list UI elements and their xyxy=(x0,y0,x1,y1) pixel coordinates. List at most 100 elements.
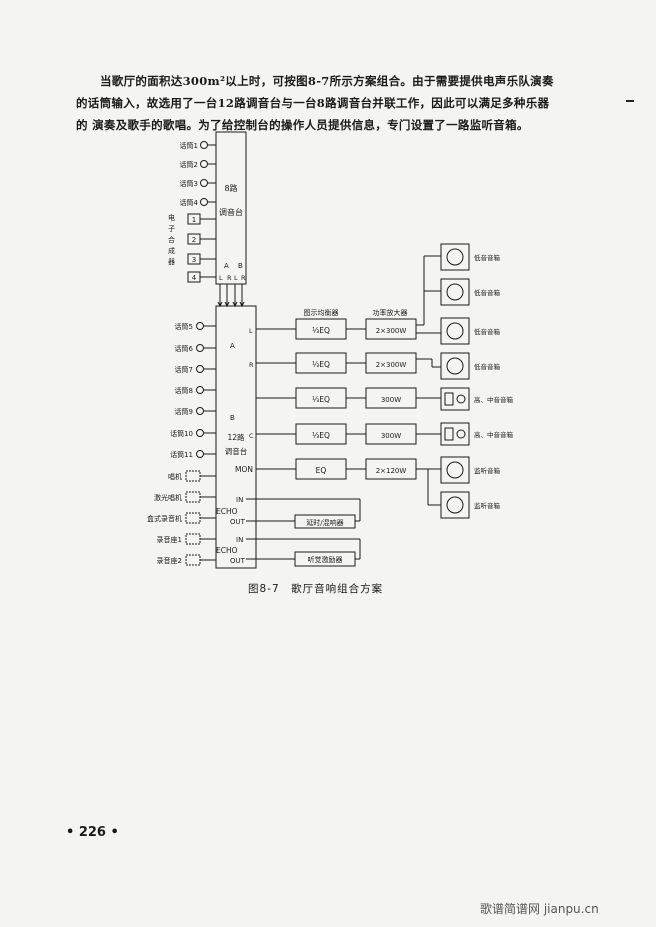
amp-label: 2×120W xyxy=(376,467,407,475)
mic-jack-icon xyxy=(196,450,204,458)
exciter-label: 听觉激励器 xyxy=(308,555,343,564)
amp-column-header: 功率放大器 xyxy=(373,308,408,317)
amp-label: 2×300W xyxy=(376,361,407,369)
amp-label: 300W xyxy=(381,432,401,440)
mixer-link-arrows xyxy=(217,284,245,308)
speaker-label: 低音音箱 xyxy=(474,362,501,371)
out-r-label: R xyxy=(249,361,254,369)
echo2-in-label: IN xyxy=(236,536,243,544)
echo1-in-label: IN xyxy=(236,496,243,504)
echo1-name: ECHO xyxy=(216,507,238,516)
mic-label: 话筒8 xyxy=(175,386,193,395)
speaker-icon xyxy=(440,387,470,411)
eq-label: ⅓EQ xyxy=(312,395,330,404)
source-label: 唱机 xyxy=(168,472,182,481)
mixer-12ch-box xyxy=(215,305,257,569)
mic-jack-icon xyxy=(196,407,204,415)
watermark: 歌谱简谱网 jianpu.cn xyxy=(480,902,599,916)
mixer-8ch-l2: L xyxy=(234,274,238,282)
speaker-wiring xyxy=(416,255,441,506)
speaker-icon xyxy=(440,422,470,446)
body-line-1: 当歌厅的面积达300m²以上时，可按图8-7所示方案组合。由于需要提供电声乐队演… xyxy=(100,74,554,88)
synth-input-num: 2 xyxy=(192,236,196,244)
speaker-label: 低音音箱 xyxy=(474,253,501,262)
source-label: 盒式录音机 xyxy=(147,514,182,523)
source-label: 激光唱机 xyxy=(154,493,182,502)
speaker-icon xyxy=(440,352,470,380)
amp-label: 300W xyxy=(381,396,401,404)
mixer-8ch-a: A xyxy=(224,262,229,270)
mic-jack-icon xyxy=(196,386,204,394)
mixer-8ch-l1: L xyxy=(219,274,223,282)
amp-label: 2×300W xyxy=(376,327,407,335)
speaker-label: 高、中音音箱 xyxy=(474,430,514,439)
mixer-12ch-name: 调音台 xyxy=(225,446,248,456)
speaker-icon xyxy=(440,456,470,484)
speaker-label: 监听音箱 xyxy=(474,466,501,475)
upper-mic-inputs: 话筒1 话筒2 话筒3 话筒4 xyxy=(180,141,216,207)
body-paragraph: 当歌厅的面积达300m²以上时，可按图8-7所示方案组合。由于需要提供电声乐队演… xyxy=(76,70,616,136)
mic-jack-icon xyxy=(200,179,208,187)
signal-lines xyxy=(256,328,366,470)
body-line-3: 的 演奏及歌手的歌唱。为了给控制台的操作人员提供信息，专门设置了一路监听音箱。 xyxy=(76,118,529,132)
source-label: 录音座1 xyxy=(157,535,182,544)
out-l-label: L xyxy=(249,327,253,335)
eq-boxes: ⅓EQ ⅓EQ ⅓EQ ⅓EQ EQ xyxy=(295,318,347,480)
speaker-label: 低音音箱 xyxy=(474,327,501,336)
mic-label: 话筒7 xyxy=(175,365,193,374)
synth-input-num: 3 xyxy=(192,256,196,264)
mic-jack-icon xyxy=(196,429,204,437)
speaker-label: 监听音箱 xyxy=(474,501,501,510)
mic-label: 话筒6 xyxy=(175,344,194,353)
eq-column-header: 图示均衡器 xyxy=(304,308,339,317)
out-c-label: C xyxy=(249,432,254,440)
synth-input-num: 1 xyxy=(192,216,196,224)
eq-label: ⅓EQ xyxy=(312,326,330,335)
mixer-12ch-num: 12路 xyxy=(227,432,245,442)
mixer-8ch-r1: R xyxy=(227,274,232,282)
amp-boxes: 2×300W 2×300W 300W 300W 2×120W xyxy=(365,318,417,480)
mixer-8ch-name: 调音台 xyxy=(219,207,243,217)
mic-jack-icon xyxy=(196,322,204,330)
mixer-8ch-box xyxy=(215,131,247,285)
mic-label: 话筒1 xyxy=(180,141,198,150)
mic-label: 话筒3 xyxy=(180,179,198,188)
mic-jack-icon xyxy=(200,160,208,168)
mixer-8ch-r2: R xyxy=(241,274,246,282)
mic-jack-icon xyxy=(196,344,204,352)
speaker-icon xyxy=(440,317,470,345)
speaker-cabinets: 低音音箱 低音音箱 低音音箱 低音音箱 高、中音音箱 高、中音音箱 监听音箱 监… xyxy=(440,243,514,519)
speaker-icon xyxy=(440,243,470,271)
source-box xyxy=(185,491,201,503)
synth-inputs: 电子合成器 1 2 3 4 xyxy=(168,213,216,283)
mic-jack-icon xyxy=(200,141,208,149)
mic-label: 话筒2 xyxy=(180,160,198,169)
body-line-2: 的话筒输入，故选用了一台12路调音台与一台8路调音台并联工作，因此可以满足多种乐… xyxy=(76,96,550,110)
mixer-12ch-a: A xyxy=(230,342,235,350)
echo1-out-label: OUT xyxy=(230,518,246,526)
source-label: 录音座2 xyxy=(157,556,182,565)
mic-label: 话筒5 xyxy=(175,322,193,331)
lower-inputs: 话筒5 话筒6 话筒7 话筒8 话筒9 话筒10 话筒11 唱机 激光唱机 盒式… xyxy=(147,322,216,566)
mic-label: 话筒10 xyxy=(170,429,193,438)
eq-label: ⅓EQ xyxy=(312,360,330,369)
mixer-8ch-num: 8路 xyxy=(224,183,237,193)
eq-label: ⅓EQ xyxy=(312,431,330,440)
eq-label: EQ xyxy=(316,466,327,475)
mic-label: 话筒9 xyxy=(175,407,193,416)
speaker-icon xyxy=(440,491,470,519)
synth-input-num: 4 xyxy=(192,274,197,282)
mixer-8ch-b: B xyxy=(238,262,243,270)
echo2-out-label: OUT xyxy=(230,557,246,565)
mic-jack-icon xyxy=(200,198,208,206)
mixer-12ch-b: B xyxy=(230,414,235,422)
speaker-icon xyxy=(440,278,470,306)
source-box xyxy=(185,533,201,545)
source-box xyxy=(185,512,201,524)
source-box xyxy=(185,470,201,482)
mic-label: 话筒11 xyxy=(170,450,193,459)
source-box xyxy=(185,554,201,566)
echo2-name: ECHO xyxy=(216,546,238,555)
figure-caption: 图8-7 歌厅音响组合方案 xyxy=(248,583,384,595)
